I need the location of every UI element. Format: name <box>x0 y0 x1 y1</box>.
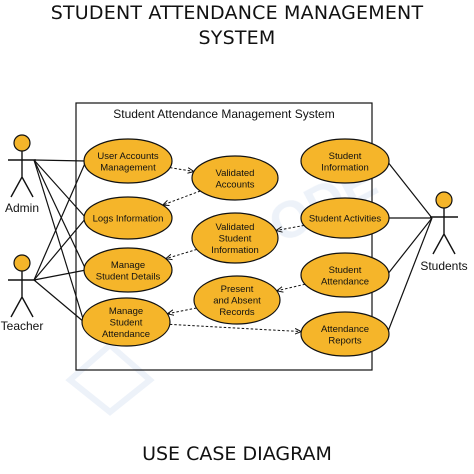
use-case-ellipse <box>83 196 173 240</box>
use-case-ellipse <box>300 138 390 184</box>
actor-head-icon <box>435 191 453 209</box>
actor-body-icon <box>8 151 36 198</box>
use-case-label: Accounts <box>215 179 254 190</box>
association-lines <box>33 159 433 335</box>
dependency-arrow-vsi-msd <box>166 248 197 258</box>
use-case-label: Student Details <box>96 271 161 282</box>
association-line-admin-logs <box>33 159 87 219</box>
actor-head-icon <box>13 134 31 152</box>
dependency-arrow-sa-vsi <box>276 224 305 230</box>
use-case-label: Validated <box>216 222 255 233</box>
diagram-caption: USE CASE DIAGRAM <box>142 443 332 465</box>
actor-head-icon <box>13 254 31 272</box>
dependency-arrow-uac-va <box>169 167 194 172</box>
association-line-teacher-uac <box>33 160 87 281</box>
use-case-label: Student <box>110 318 143 329</box>
association-line-admin-uac <box>33 159 87 162</box>
dependency-arrow-va-logs <box>163 190 201 205</box>
use-case-ellipse <box>191 212 279 264</box>
use-case-label: Logs Information <box>93 214 164 225</box>
use-case-label: Attendance <box>102 329 150 340</box>
use-case-label: Student <box>219 234 252 245</box>
use-case-label: Information <box>211 245 259 256</box>
association-line-admin-msa <box>33 159 85 323</box>
association-line-students-satt <box>386 217 433 276</box>
association-line-teacher-msd <box>33 269 87 281</box>
use-case-label: Attendance <box>321 276 369 287</box>
use-case-logs: Logs Information <box>83 196 173 240</box>
use-case-label: Manage <box>109 306 143 317</box>
use-case-label: Information <box>321 162 369 173</box>
actor-students: Students <box>420 191 468 273</box>
actor-body-icon <box>8 271 36 318</box>
actor-label: Teacher <box>1 319 44 333</box>
dependency-arrow-satt-par <box>277 283 306 291</box>
dependency-arrows <box>163 167 306 332</box>
page-title-line-2: SYSTEM <box>198 27 276 49</box>
use-case-ellipse <box>191 155 279 201</box>
actor-admin: Admin <box>5 134 39 215</box>
use-case-ellipse <box>83 138 173 184</box>
use-case-ellipse <box>300 197 390 239</box>
use-case-label: Student <box>329 151 362 162</box>
use-case-label: User Accounts <box>97 151 158 162</box>
system-boundary <box>75 102 373 371</box>
actor-label: Students <box>420 259 467 273</box>
use-case-label: Records <box>219 307 255 318</box>
use-case-ellipse <box>300 311 390 357</box>
actor-teacher: Teacher <box>1 254 44 333</box>
association-line-admin-msd <box>33 159 87 271</box>
system-boundary-label: Student Attendance Management System <box>113 107 334 121</box>
actor-label: Admin <box>5 201 39 215</box>
use-case-label: Manage <box>111 260 145 271</box>
use-case-label: Validated <box>216 168 255 179</box>
use-case-ellipse <box>81 297 171 347</box>
use-case-ellipse <box>300 252 390 298</box>
use-case-label: Present <box>221 284 254 295</box>
association-line-teacher-msa <box>33 279 85 323</box>
use-case-label: Student <box>329 265 362 276</box>
use-case-ellipse <box>83 247 173 293</box>
association-line-students-ar <box>386 217 433 335</box>
use-case-sa: Student Activities <box>300 197 390 239</box>
actor-body-icon <box>430 208 458 255</box>
use-case-label: Attendance <box>321 324 369 335</box>
use-case-ellipse <box>193 275 281 325</box>
dependency-arrow-par-msa <box>167 307 197 314</box>
use-case-label: and Absent <box>213 296 261 307</box>
dependency-arrow-msa-ar <box>169 323 301 331</box>
use-case-label: Management <box>100 162 156 173</box>
association-line-teacher-logs <box>33 217 87 281</box>
use-case-label: Reports <box>328 335 362 346</box>
association-line-students-si <box>386 160 433 219</box>
page-title-line-1: STUDENT ATTENDANCE MANAGEMENT <box>50 2 424 24</box>
use-case-label: Student Activities <box>309 214 382 225</box>
